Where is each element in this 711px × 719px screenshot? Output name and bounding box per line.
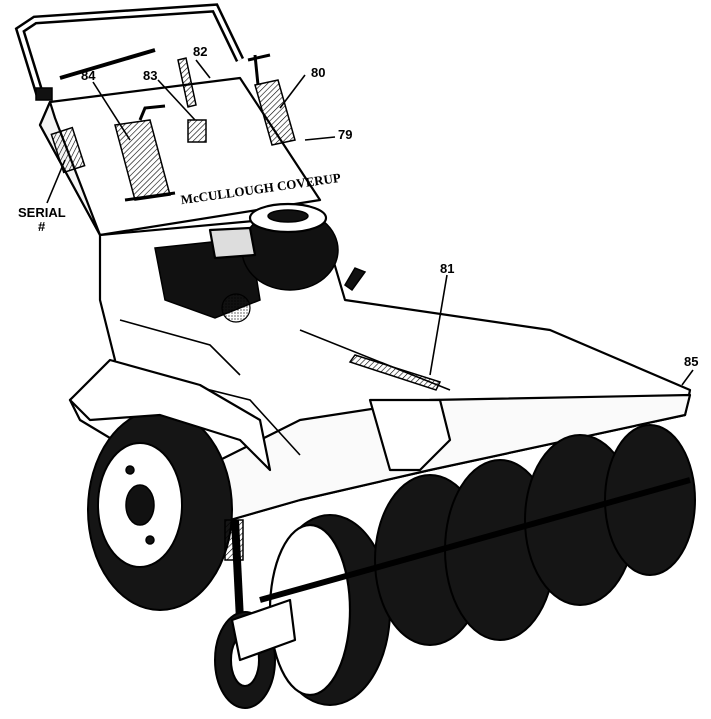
deck-label <box>348 354 442 391</box>
callout-leaders <box>46 59 694 386</box>
height-lever <box>254 79 296 146</box>
callout-82: 82 <box>193 44 207 59</box>
serial-plate <box>50 126 86 174</box>
callout-79: 79 <box>338 127 352 142</box>
auger-discs <box>259 424 696 706</box>
engine <box>154 202 367 323</box>
throttle-knob <box>187 119 207 143</box>
callout-81: 81 <box>440 261 454 276</box>
callout-serial: SERIAL <box>18 205 66 220</box>
front-caster <box>214 519 297 709</box>
control-rod <box>177 57 197 108</box>
callout-85: 85 <box>684 354 698 369</box>
callout-83: 83 <box>143 68 157 83</box>
callout-80: 80 <box>311 65 325 80</box>
handle <box>14 3 271 101</box>
rear-wheel <box>87 409 233 611</box>
callout-84: 84 <box>81 68 96 83</box>
callout-serial-hash: # <box>38 219 46 234</box>
control-panel: McCULLOUGH COVERUP <box>38 54 342 237</box>
fender <box>68 358 272 472</box>
